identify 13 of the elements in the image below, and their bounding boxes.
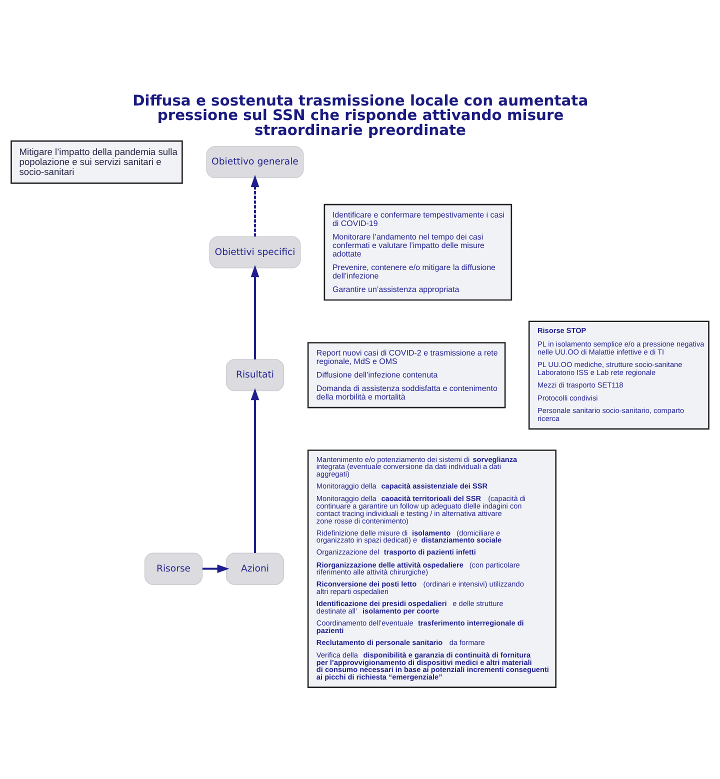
node-box: Risultati: [226, 359, 284, 392]
arrow: [250, 388, 260, 554]
node-box: Obiettivo generale: [206, 146, 304, 178]
arrow: [250, 174, 260, 237]
node-box: Azioni: [226, 552, 284, 585]
node-box: Mantenimento e/o potenziamento dei sistemi di sorveglianza integrata (eventuale conversione da dati individuali a dati aggregati) Monitoraggio della capacità assistenziale dei SSR Monitoraggio della caoacità territorioali del SSR (capacità di continuare a garantire un follow up adeguato dlelle indagini con contact tracing individuali e testing / in alternativa attivare zone rosse di contenimento) Ridefinizione delle misure di isolamento (domiciliare e organizzato in spazi dedicati) e distanziamento sociale Organizzazione del trasporto di pazienti infetti Riorganizzazione delle attività ospedaliere (con particolare riferimento alle attività chirurgiche) Riconversione dei posti letto (ordinari e intensivi) utilizzando altri reparti ospedalieri Identificazione dei presidi ospedalieri e delle strutture destinate all’isolamento per coorte Coordinamento dell’eventuale trasferimento interregionale di pazienti Reclutamento di personale sanitario da formare Verifica della disponibilità e garanzia di continuità di fornitura per l’approvvigionamento di dispositivi medici e altri materiali di consumo necessari in base ai potenziali incrementi conseguenti ai picchi di richiesta “emergenziale”: [307, 450, 556, 688]
node-box: Mitigare l’impatto della pandemia sulla popolazione e sui servizi sanitari e socio-sanitari: [10, 140, 183, 184]
node-box: Risorse: [144, 552, 203, 585]
arrow: [202, 564, 230, 574]
node-box: Obiettivi specifici: [209, 236, 301, 268]
arrow: [250, 265, 260, 360]
diagram-title: Diffusa e sostenuta trasmissione locale con aumentata pressione sul SSN che risponde attivando misure straordinarie preordinate: [132, 92, 588, 139]
node-box: Risorse STOP PL in isolamento semplice e/o a pressione negativa nelle UU.OO di Malattie infettive e di TI PL UU.OO mediche, strutture socio-sanitane Laboratorio ISS e Lab rete regionale Mezzi di trasporto SET118 Protocolli condivisi Personale sanitario socio-sanitario, comparto ricerca: [528, 320, 710, 430]
